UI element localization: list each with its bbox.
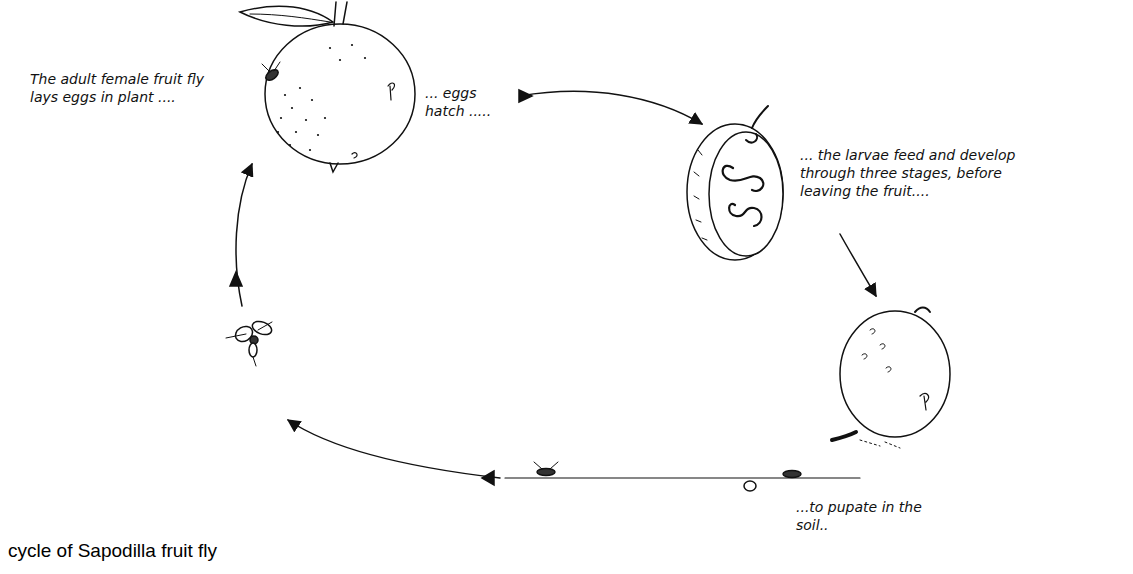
fly-wing xyxy=(262,62,280,72)
stipple-dot xyxy=(324,117,326,119)
larva xyxy=(723,166,764,191)
stipple-dot xyxy=(317,134,319,136)
fly-body xyxy=(537,469,555,476)
leaf xyxy=(240,6,333,26)
arrow-head xyxy=(230,272,242,286)
figure-caption: cycle of Sapodilla fruit fly xyxy=(8,540,217,562)
fly-wing xyxy=(534,462,558,469)
stipple-dot xyxy=(289,144,291,146)
soil-marks xyxy=(860,440,900,448)
larva xyxy=(746,134,757,142)
fruit-mark xyxy=(352,153,357,158)
fly-body xyxy=(264,68,280,83)
stipple-dot xyxy=(364,57,366,59)
fruit-texture xyxy=(862,329,891,372)
arrow-head xyxy=(519,90,532,102)
pupa xyxy=(783,471,801,478)
stipple-dot xyxy=(305,119,307,121)
cut-fruit-skin xyxy=(687,124,783,260)
arrow-head xyxy=(482,471,494,485)
stage-note: ...to pupate in the soil.. xyxy=(796,498,941,534)
fly-body xyxy=(249,343,257,357)
cycle-arrow xyxy=(288,420,500,478)
fruit-fly-on-fruit xyxy=(262,62,280,82)
fallen-fruit xyxy=(840,311,950,437)
cycle-arrow xyxy=(520,91,702,124)
leaf-vein xyxy=(250,14,330,22)
stage-note: The adult female fruit fly lays eggs in … xyxy=(30,70,230,106)
stipple-dot xyxy=(309,149,311,151)
stipple-dot xyxy=(295,131,297,133)
fruit-stem xyxy=(752,106,768,128)
skin-texture xyxy=(694,150,707,240)
stipple-dot xyxy=(351,44,353,46)
stipple-dot xyxy=(311,99,313,101)
cycle-arrow xyxy=(840,234,876,296)
whole-fruit xyxy=(265,24,415,164)
stipple-dot xyxy=(280,117,282,119)
stage-note: ... the larvae feed and develop through … xyxy=(800,146,1028,200)
fruit-mark xyxy=(920,394,928,410)
stipple-dot xyxy=(291,107,293,109)
stage-note: ... eggs hatch ..... xyxy=(425,84,513,120)
adult-fruit-fly xyxy=(226,319,273,366)
emerging-fly xyxy=(534,462,558,476)
cut-fruit-flesh xyxy=(709,132,783,256)
fruit-stem xyxy=(334,2,347,26)
fly-leg xyxy=(226,322,272,366)
fruit-tip xyxy=(330,163,338,172)
stipple-dot xyxy=(329,47,331,49)
stipple-dot xyxy=(299,87,301,89)
fruit-mark xyxy=(388,83,395,100)
exiting-larva xyxy=(832,432,856,440)
larva xyxy=(729,204,761,226)
stipple-dot xyxy=(339,59,341,61)
stipple-dot xyxy=(277,131,279,133)
stipple-dot xyxy=(284,94,286,96)
pupa xyxy=(744,481,756,491)
fruit-stipple xyxy=(277,44,366,151)
soil-line xyxy=(505,477,860,478)
fruit-calyx xyxy=(915,308,930,313)
